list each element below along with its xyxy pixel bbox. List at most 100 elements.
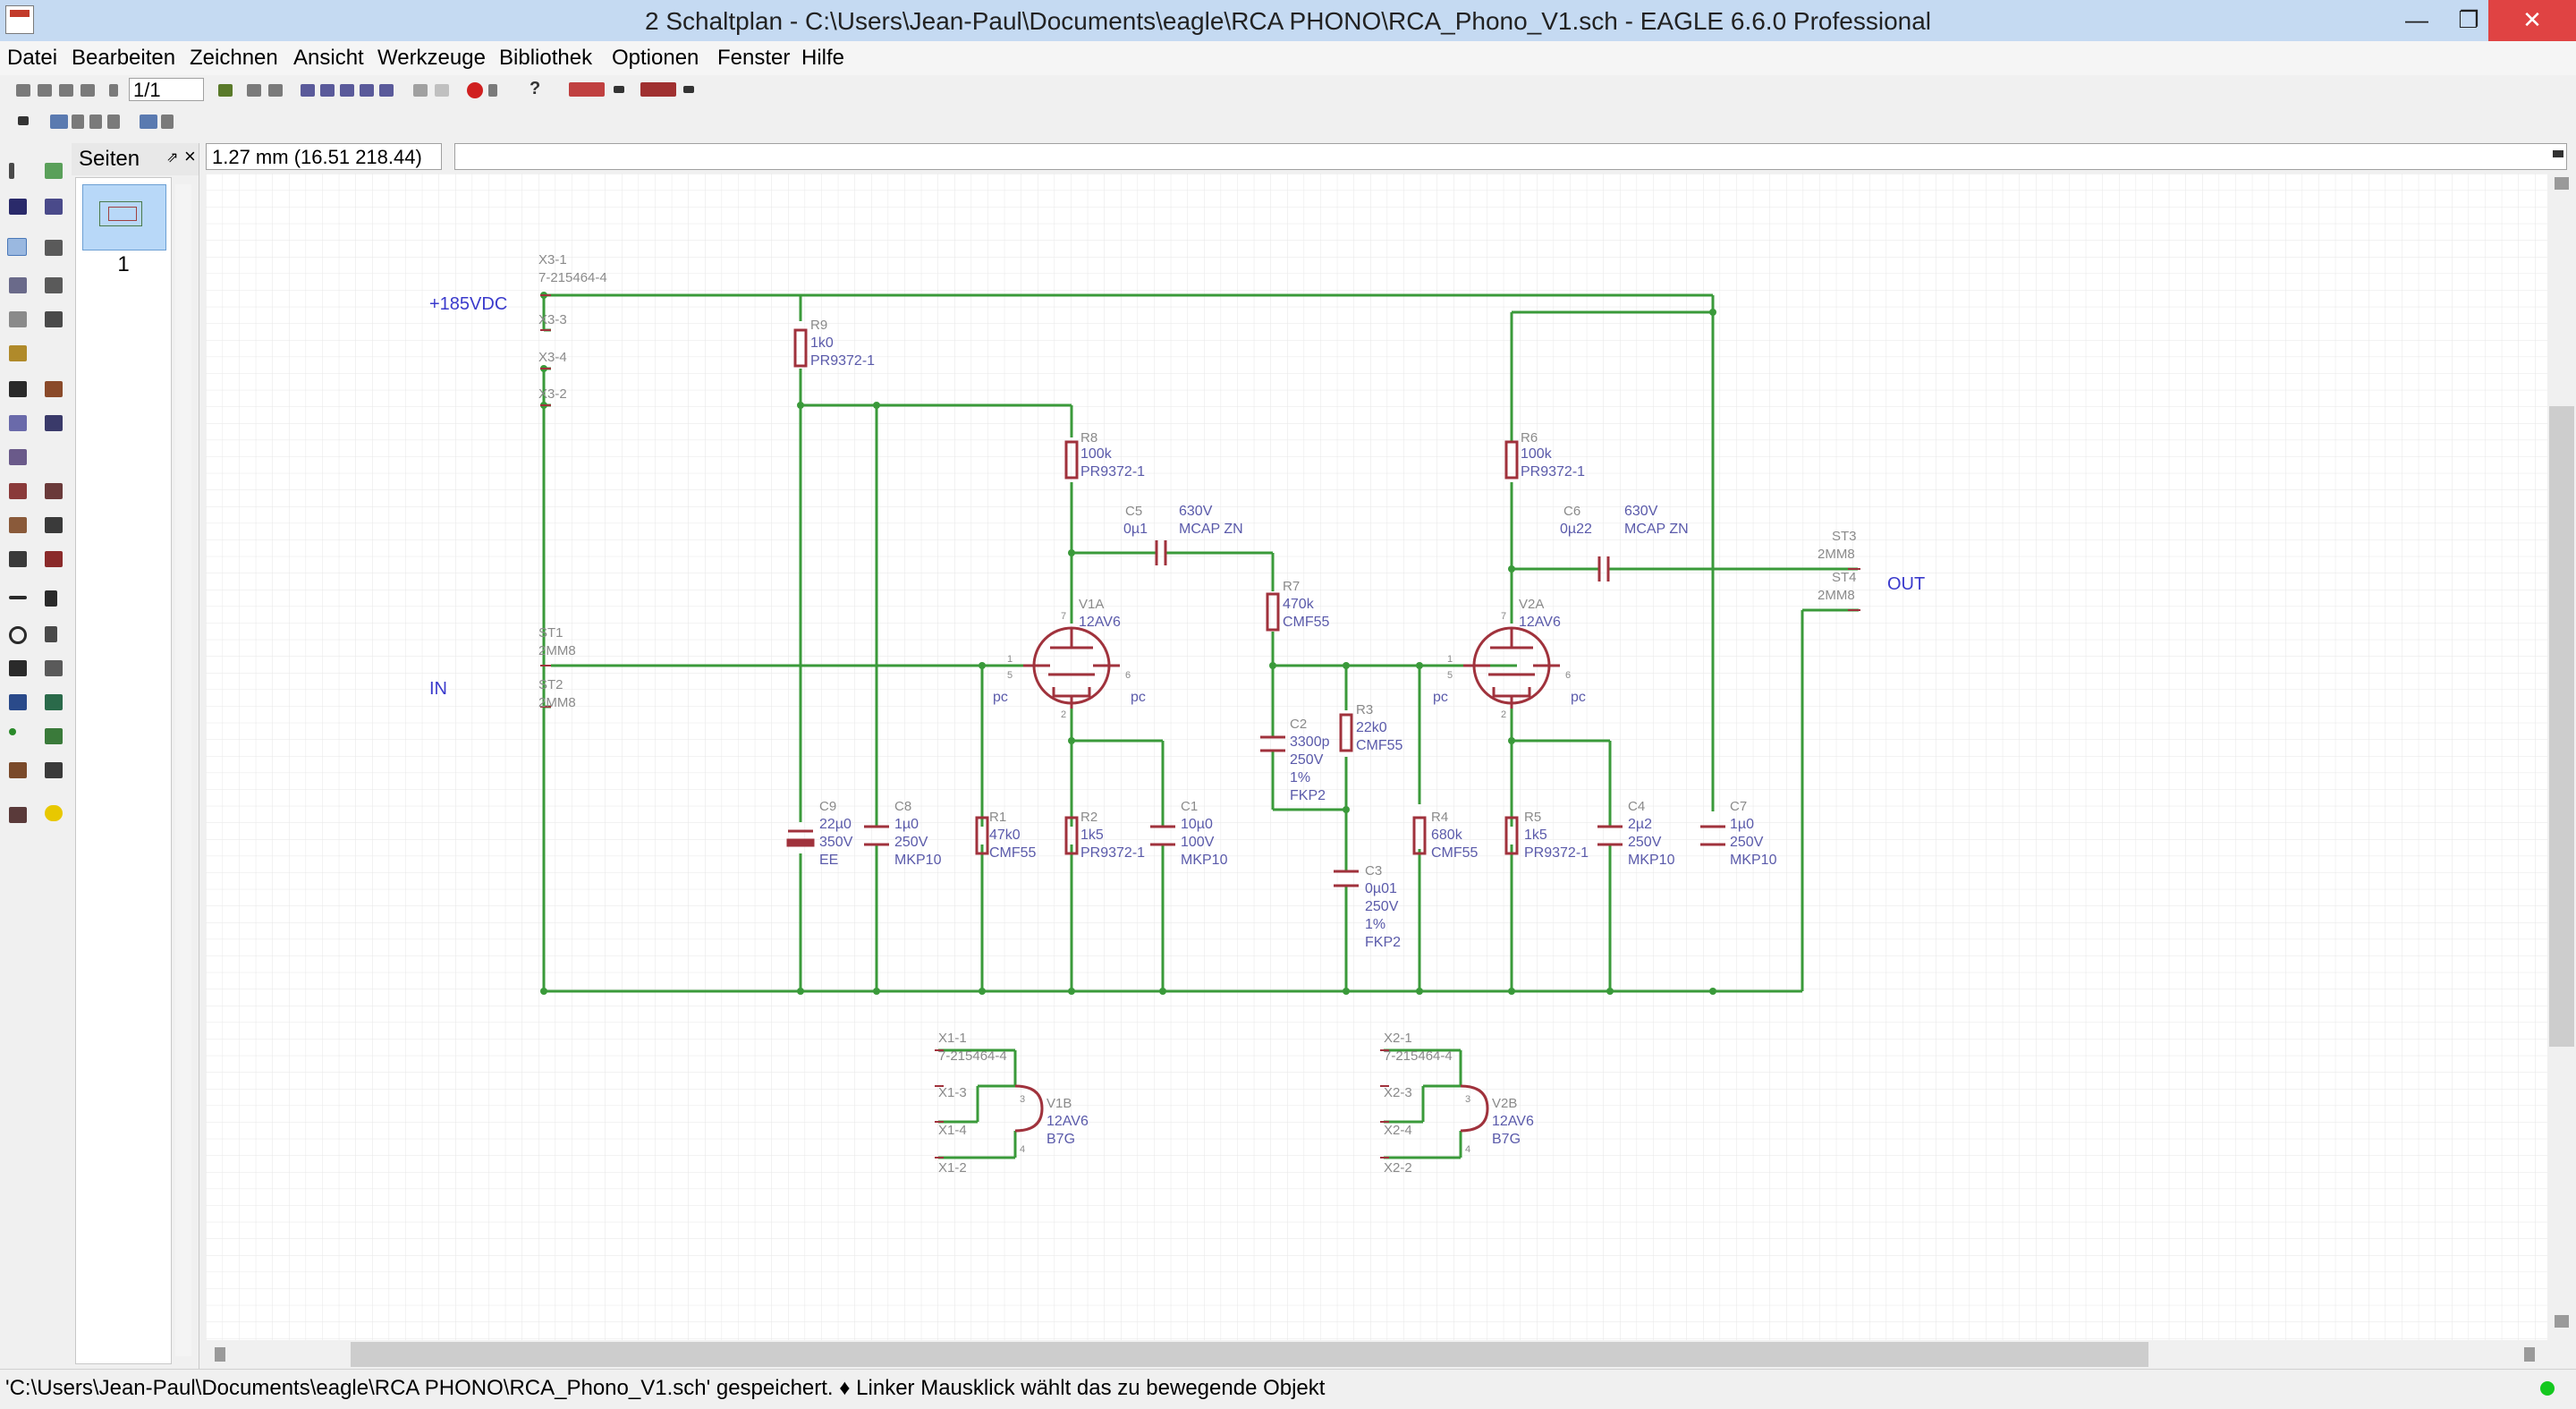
mark-icon[interactable]: [45, 199, 63, 215]
schematic-drawing[interactable]: +185VDC IN OUT X3-1 7-215464-4 X3-3 X3-4…: [206, 174, 2549, 1340]
open-icon[interactable]: [16, 84, 30, 97]
layout-icon[interactable]: [89, 115, 102, 129]
panel-close-icon[interactable]: ×: [184, 145, 196, 167]
dimension-icon[interactable]: [45, 762, 63, 778]
scroll-right-icon[interactable]: [2524, 1347, 2535, 1362]
pin-number: 5: [1007, 670, 1013, 681]
chevron-down-icon[interactable]: [614, 86, 624, 93]
cam-icon[interactable]: [80, 84, 95, 97]
scroll-up-icon[interactable]: [2555, 177, 2569, 190]
print-icon[interactable]: [59, 84, 73, 97]
split-icon[interactable]: [9, 551, 27, 567]
change-icon[interactable]: [45, 311, 63, 327]
net-icon[interactable]: [45, 694, 63, 710]
value-icon[interactable]: [45, 483, 63, 499]
board-icon[interactable]: [109, 84, 118, 97]
go-icon[interactable]: [488, 84, 497, 97]
zoom-fit-icon[interactable]: [301, 84, 315, 97]
zoom-select-icon[interactable]: [379, 84, 394, 97]
polygon-icon[interactable]: [45, 660, 63, 676]
pinswap-icon[interactable]: [9, 415, 27, 431]
redraw-icon[interactable]: [360, 84, 374, 97]
help-icon[interactable]: ?: [530, 79, 541, 98]
vertical-scroll-thumb[interactable]: [2549, 406, 2574, 1047]
rotate-icon[interactable]: [45, 277, 63, 293]
menu-zeichnen[interactable]: Zeichnen: [190, 46, 278, 70]
capacitor-voltage: 630V: [1179, 504, 1213, 519]
layout-icon[interactable]: [107, 115, 120, 129]
move-icon[interactable]: [7, 238, 27, 256]
wire-icon[interactable]: [9, 596, 27, 599]
erc-icon[interactable]: [9, 807, 27, 823]
mirror-icon[interactable]: [9, 277, 27, 293]
menu-fenster[interactable]: Fenster: [717, 46, 791, 70]
stop-icon[interactable]: [467, 82, 483, 98]
invoke-icon[interactable]: [45, 551, 63, 567]
text-icon[interactable]: [45, 590, 57, 607]
replace-icon[interactable]: [45, 415, 63, 431]
minimize-button[interactable]: —: [2405, 6, 2428, 33]
copy-icon[interactable]: [45, 240, 63, 256]
pages-view-icon[interactable]: [50, 115, 68, 129]
close-button[interactable]: ✕: [2488, 0, 2576, 41]
menu-hilfe[interactable]: Hilfe: [801, 46, 845, 70]
menu-datei[interactable]: Datei: [7, 46, 58, 70]
capacitor-package: EE: [819, 853, 838, 868]
command-line-input[interactable]: [454, 143, 2567, 170]
info-icon[interactable]: [9, 163, 14, 179]
app-icon[interactable]: [5, 5, 34, 34]
undo-icon[interactable]: [413, 84, 428, 97]
paste-icon[interactable]: [9, 345, 27, 361]
panel-icon[interactable]: [161, 115, 174, 129]
pages-scrollbar[interactable]: [175, 184, 191, 1356]
layout-icon[interactable]: [72, 115, 84, 129]
chevron-down-icon[interactable]: [2553, 150, 2563, 157]
add-icon[interactable]: [45, 381, 63, 397]
maximize-button[interactable]: ❐: [2458, 6, 2479, 33]
menu-bibliothek[interactable]: Bibliothek: [499, 46, 593, 70]
menu-bearbeiten[interactable]: Bearbeiten: [72, 46, 176, 70]
redo-icon[interactable]: [435, 84, 449, 97]
zoom-out-icon[interactable]: [340, 84, 354, 97]
chevron-down-icon[interactable]: [683, 86, 694, 93]
design-link-icon[interactable]: [569, 82, 605, 97]
script-icon[interactable]: [218, 84, 233, 97]
arc-icon[interactable]: [45, 626, 57, 642]
menu-ansicht[interactable]: Ansicht: [293, 46, 364, 70]
display-icon[interactable]: [9, 199, 27, 215]
scroll-down-icon[interactable]: [2555, 1315, 2569, 1328]
sheet-select[interactable]: 1/1: [129, 78, 204, 101]
sidebar-toggle-icon[interactable]: [140, 115, 157, 129]
pin-icon[interactable]: ⇗: [166, 150, 179, 166]
smash-icon[interactable]: [9, 517, 27, 533]
label-icon[interactable]: [45, 728, 63, 744]
name-icon[interactable]: [9, 483, 27, 499]
attribute-icon[interactable]: [9, 762, 27, 778]
miter-icon[interactable]: [45, 517, 63, 533]
menu-optionen[interactable]: Optionen: [612, 46, 699, 70]
junction-icon[interactable]: [9, 728, 16, 735]
layer-dropdown-icon[interactable]: [18, 116, 29, 125]
run-icon[interactable]: [268, 84, 283, 97]
resistor-package: PR9372-1: [810, 353, 875, 369]
save-icon[interactable]: [38, 84, 52, 97]
connector-name: X3-4: [538, 350, 567, 365]
ltspice-icon[interactable]: [640, 82, 676, 97]
rect-icon[interactable]: [9, 660, 27, 676]
show-icon[interactable]: [45, 163, 63, 179]
errors-icon[interactable]: [45, 805, 63, 821]
gateswap-icon[interactable]: [9, 449, 27, 465]
group-icon[interactable]: [9, 311, 27, 327]
zoom-in-icon[interactable]: [320, 84, 335, 97]
bus-icon[interactable]: [9, 694, 27, 710]
menu-werkzeuge[interactable]: Werkzeuge: [377, 46, 486, 70]
pin-number: 7: [1061, 611, 1066, 622]
scroll-left-icon[interactable]: [215, 1347, 225, 1362]
schematic-canvas[interactable]: +185VDC IN OUT X3-1 7-215464-4 X3-3 X3-4…: [206, 174, 2549, 1340]
horizontal-scroll-thumb[interactable]: [351, 1342, 2148, 1367]
delete-icon[interactable]: [9, 381, 27, 397]
connector-name: X1-3: [938, 1085, 967, 1100]
run-ulp-icon[interactable]: [247, 84, 261, 97]
page-thumbnail[interactable]: [82, 184, 166, 250]
circle-icon[interactable]: [9, 626, 27, 644]
